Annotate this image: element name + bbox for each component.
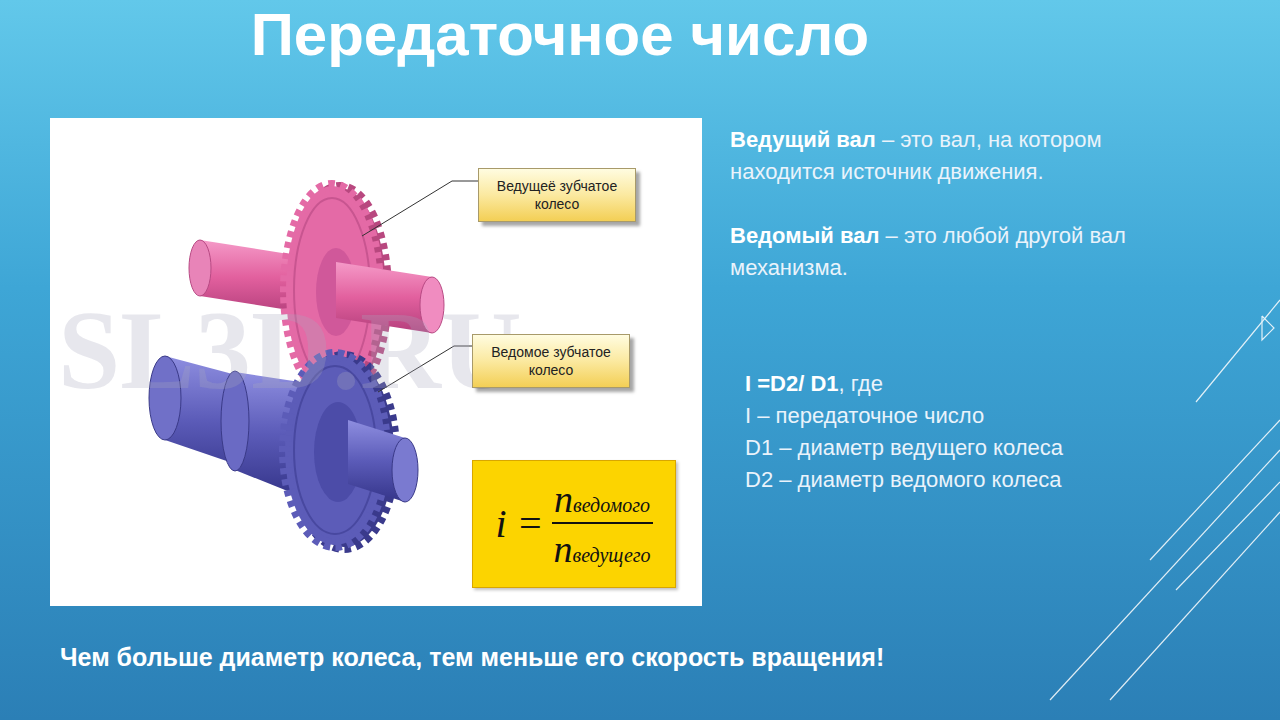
- formula-symbol: n: [554, 478, 573, 520]
- text-paragraph: D1 – диаметр ведущего колеса: [745, 432, 1165, 464]
- fraction-bar: [552, 522, 653, 524]
- slide-title: Передаточное число: [0, 0, 1120, 72]
- decor-lines: [1050, 300, 1280, 700]
- formula-symbol: i =: [495, 501, 543, 547]
- fraction: nведомогоnведущего: [552, 478, 653, 570]
- callout-box: Ведомое зубчатое колесо: [472, 334, 630, 388]
- term-label: Ведущий вал: [730, 127, 876, 152]
- text-paragraph: Ведущий вал– это вал, на котором находит…: [730, 124, 1210, 188]
- callout-box: Ведущеё зубчатое колесо: [478, 168, 636, 222]
- text-label: D2 – диаметр ведомого колеса: [745, 467, 1061, 492]
- formula-box: i =nведомогоnведущего: [472, 460, 676, 588]
- illustration-panel: [50, 118, 702, 606]
- leader-line: [362, 181, 478, 236]
- text-paragraph: D2 – диаметр ведомого колеса: [745, 464, 1165, 496]
- denominator: nведущего: [552, 528, 653, 570]
- slide-caption: Чем больше диаметр колеса, тем меньше ег…: [60, 640, 1260, 674]
- text-label: D1 – диаметр ведущего колеса: [745, 435, 1063, 460]
- text-paragraph: I – передаточное число: [745, 400, 1165, 432]
- text-label: , где: [839, 371, 883, 396]
- term-label: Ведомый вал: [730, 223, 879, 248]
- term-label: I =D2/ D1: [745, 371, 839, 396]
- driven-shaft: [348, 420, 418, 502]
- formula-symbol: n: [554, 528, 573, 570]
- text-label: I – передаточное число: [745, 403, 984, 428]
- formula-subscript: ведущего: [573, 544, 651, 566]
- formula-subscript: ведомого: [573, 494, 650, 516]
- numerator: nведомого: [552, 478, 652, 520]
- callout-text: Ведомое зубчатое колесо: [481, 343, 621, 379]
- text-paragraph: Ведомый вал– это любой другой вал механи…: [730, 220, 1210, 284]
- text-paragraph: I =D2/ D1, где: [745, 368, 1165, 400]
- callout-text: Ведущеё зубчатое колесо: [487, 177, 627, 213]
